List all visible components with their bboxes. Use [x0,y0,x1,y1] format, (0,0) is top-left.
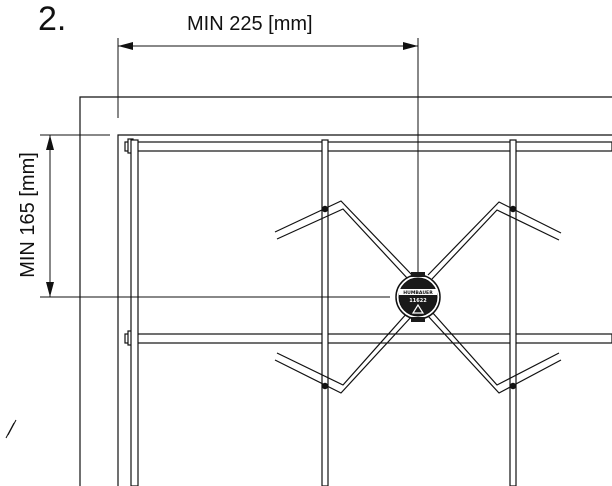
panel-frame [79,96,612,486]
dimension-lines [40,38,419,298]
device-model-text: 11622 [409,298,427,304]
recycle-triangle-icon [411,303,425,314]
break-mark [5,419,17,439]
step-number: 2. [38,0,67,38]
horizontal-wires [124,138,612,346]
wire-clamps [321,205,517,390]
device-brand-text: HUMBAUER [403,290,433,296]
mounting-wires [274,200,562,394]
vertical-wires [130,139,517,486]
round-device: HUMBAUER 11622 [395,272,441,322]
horizontal-dimension-label: MIN 225 [mm] [187,13,313,35]
